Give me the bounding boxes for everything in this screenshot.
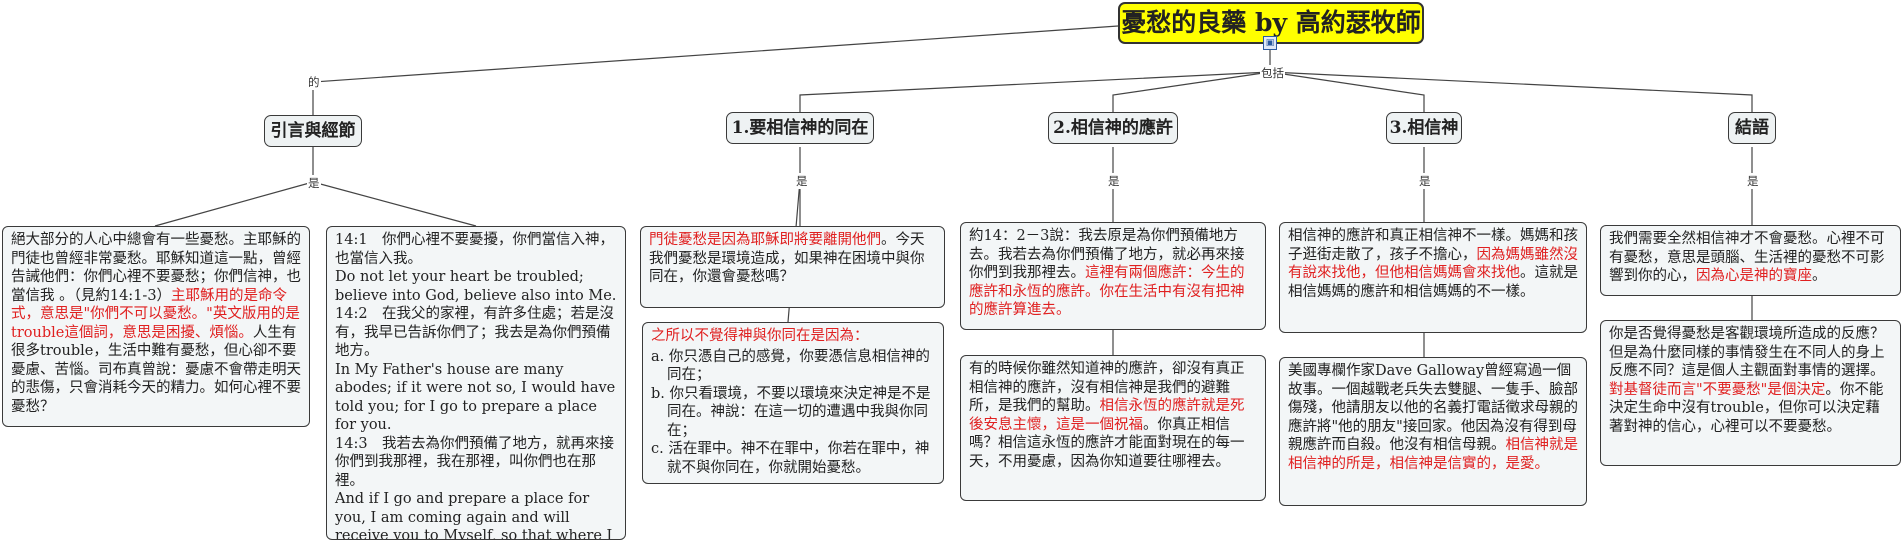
note-conclusion-1[interactable]: 我們需要全然相信神才不會憂愁。心裡不可有憂愁，意思是頭腦、生活裡的憂愁不可影響到… [1600,225,1901,296]
relation-label-of: 的 [307,74,321,90]
note-faith-2[interactable]: 美國專欄作家Dave Galloway曾經寫過一個故事。一個越戰老兵失去雙腿、一… [1279,357,1587,506]
relation-label-includes: 包括 [1260,65,1285,81]
topic-conclusion[interactable]: 結語 [1728,112,1776,144]
connector-presence [799,71,1271,115]
expand-collapse-icon[interactable]: ▣ [1263,36,1277,50]
relation-label-is: 是 [795,173,809,189]
note-text: 有的時候你雖然知道神的應許，卻沒有真正相信神的應許，沒有相信神是我們的避難所，是… [969,361,1245,414]
note-text: 我們需要全然相信神才不會憂愁。心裡不可有憂愁，意思是頭腦、生活裡的憂愁不可影響到… [1609,231,1885,284]
relation-label-is: 是 [1418,173,1432,189]
note-intro[interactable]: 絕大部分的人心中總會有一些憂愁。主耶穌的門徒也曾經非常憂愁。耶穌知道這一點，曾經… [2,226,310,427]
note-promise-1[interactable]: 約14：2－3說：我去原是為你們預備地方去。我若去為你們預備了地方，就必再來接你… [960,222,1266,330]
note-emphasis: 因為心是神的寶座 [1696,268,1812,284]
relation-label-is: 是 [307,175,321,191]
topic-promise[interactable]: 2.相信神的應許 [1048,112,1178,144]
verse-line: And if I go and prepare a place for you,… [335,491,613,540]
list-item: b. 你只看環境，不要以環境來決定神是不是同在。神說：在這一切的遭遇中我與你同在… [651,385,931,439]
topic-faith[interactable]: 3.相信神 [1386,112,1462,144]
note-emphasis: 因為媽媽雖然沒有說來找他，但他相信媽媽會來找他 [1288,246,1578,282]
note-emphasis: 這裡有兩個應許：今生的應許和永恆的應許。你在生活中有沒有把神的應許算進去。 [969,265,1245,318]
topic-intro[interactable]: 引言與經節 [264,115,362,147]
verse-line: 14:3 我若去為你們預備了地方，就再來接你們到我那裡，我在那裡，叫你們也在那裡… [335,435,615,489]
verse-line: 14:1 你們心裡不要憂擾，你們當信入神，也當信入我。 [335,232,615,267]
note-text: 你是否覺得憂愁是客觀環境所造成的反應？但是為什麼同樣的事情發生在不同人的身上反應… [1609,326,1885,379]
connector-faith [1269,71,1425,115]
note-emphasis: 主耶穌用的是命令式，意思是"你們不可以憂愁。"英文版用的是trouble這個詞，… [11,287,300,341]
note-text: 。 [1812,268,1827,284]
note-emphasis: 相信神就是相信神的所是，相信神是信實的，是愛。 [1288,437,1578,472]
connector-intro-note2 [312,181,477,227]
connector-intro-note1 [154,181,314,227]
verse-line: In My Father's house are many abodes; if… [335,361,616,434]
list-item: c. 活在罪中。神不在罪中，你若在罪中，神就不與你同在，你就開始憂愁。 [651,441,930,476]
note-text: 。你真正相信嗎？相信這永恆的應許才能面對現在的每一天，不用憂慮，因為你知道要往哪… [969,416,1245,470]
connector-root-intro [312,25,1119,115]
note-emphasis: 相信永恆的應許就是死後安息主懷，這是一個祝福 [969,398,1245,433]
topic-presence[interactable]: 1.要相信神的同在 [726,112,874,144]
note-text: 絕大部分的人心中總會有一些憂愁。主耶穌的門徒也曾經非常憂愁。耶穌知道這一點，曾經… [11,232,301,304]
note-text: 。今天我們憂愁是環境造成，如果神在困境中與你同在，你還會憂愁嗎？ [649,232,925,285]
list-item: a. 你只憑自己的感覺，你要憑信息相信神的同在； [651,348,930,384]
relation-label-is: 是 [1107,173,1121,189]
note-text: 。這就是相信媽媽的應許和相信媽媽的不一樣。 [1288,265,1578,300]
note-presence-2[interactable]: 之所以不覺得神與你同在是因為： a. 你只憑自己的感覺，你要憑信息相信神的同在；… [642,322,944,484]
note-conclusion-2[interactable]: 你是否覺得憂愁是客觀環境所造成的反應？但是為什麼同樣的事情發生在不同人的身上反應… [1600,320,1901,466]
note-promise-2[interactable]: 有的時候你雖然知道神的應許，卻沒有真正相信神的應許，沒有相信神是我們的避難所，是… [960,355,1266,501]
note-text: 人生有很多trouble，生活中難有憂愁，但心卻不要憂慮、苦惱。司布真曾說：憂慮… [11,324,301,415]
relation-label-is: 是 [1746,173,1760,189]
note-emphasis: 對基督徒而言"不要憂愁"是個決定 [1609,381,1826,398]
note-heading: 之所以不覺得神與你同在是因為： [651,328,869,344]
note-faith-1[interactable]: 相信神的應許和真正相信神不一樣。媽媽和孩子逛街走散了，孩子不擔心，因為媽媽雖然沒… [1279,222,1587,333]
connector-conclusion [1269,71,1753,115]
note-text: 相信神的應許和真正相信神不一樣。媽媽和孩子逛街走散了，孩子不擔心， [1288,228,1578,263]
note-text: 約14：2－3說：我去原是為你們預備地方去。我若去為你們預備了地方，就必再來接你… [969,228,1245,281]
note-emphasis: 門徒憂愁是因為耶穌即將要離開他們 [649,232,881,248]
verse-line: Do not let your heart be troubled; belie… [335,269,617,304]
note-presence-1[interactable]: 門徒憂愁是因為耶穌即將要離開他們。今天我們憂愁是環境造成，如果神在困境中與你同在… [640,226,945,308]
note-text: 。你不能決定生命中沒有trouble，但你可以決定藉著對神的信心，心裡可以不要憂… [1609,381,1884,435]
connector-promise [1112,71,1271,115]
note-verses[interactable]: 14:1 你們心裡不要憂擾，你們當信入神，也當信入我。 Do not let y… [326,226,626,540]
note-text: 美國專欄作家Dave Galloway曾經寫過一個故事。一個越戰老兵失去雙腿、一… [1288,363,1578,453]
verse-line: 14:2 在我父的家裡，有許多住處；若是沒有，我早已告訴你們了；我去是為你們預備… [335,306,615,359]
